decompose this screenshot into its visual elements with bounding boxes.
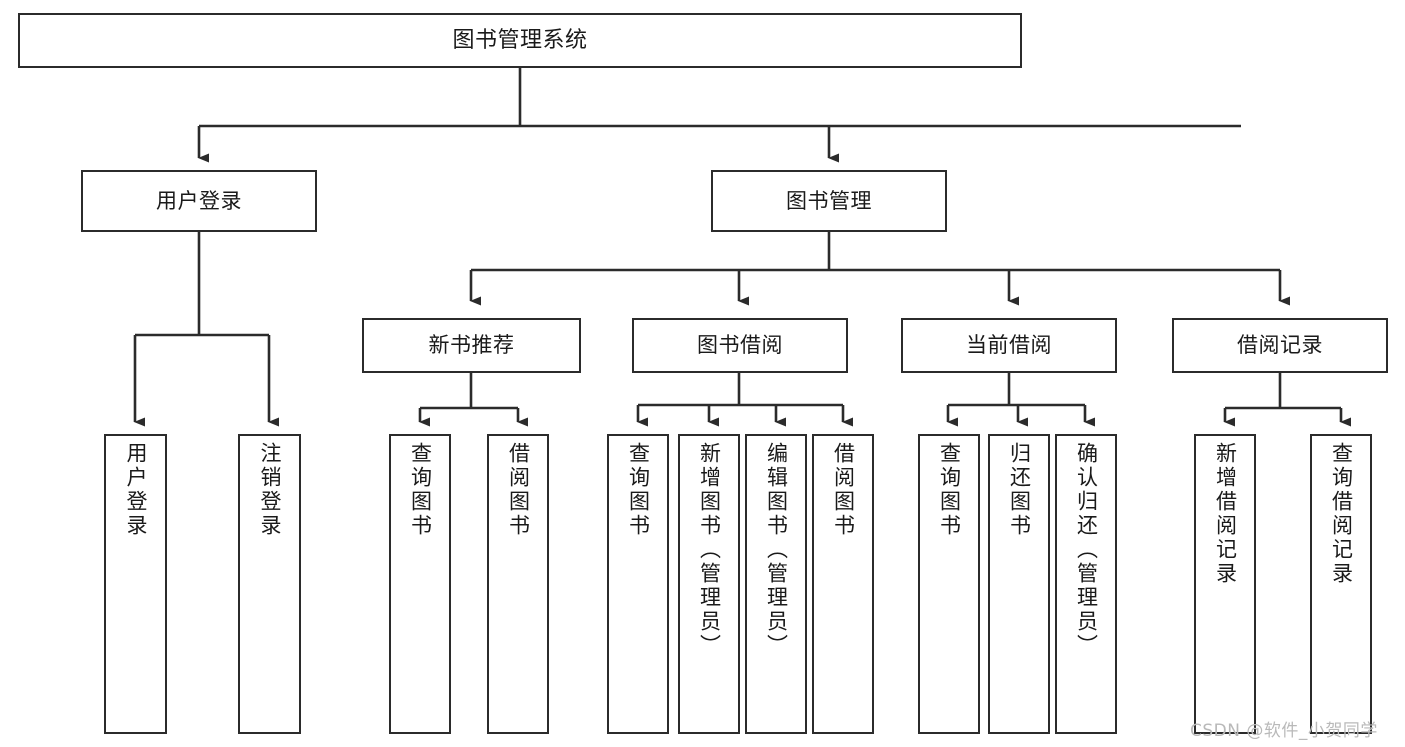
node-label: 新增图书（管理员） xyxy=(697,442,722,658)
node-label: 借阅记录 xyxy=(1237,333,1323,358)
leaf-user-login-login[interactable]: 用户登录 xyxy=(104,434,167,734)
leaf-current-borrow-return-books[interactable]: 归还图书 xyxy=(988,434,1050,734)
node-label: 借阅图书 xyxy=(831,442,856,538)
node-book-management[interactable]: 图书管理 xyxy=(711,170,947,232)
node-label: 借阅图书 xyxy=(506,442,531,538)
leaf-book-borrow-add-book-admin[interactable]: 新增图书（管理员） xyxy=(678,434,740,734)
node-label: 查询图书 xyxy=(408,442,433,538)
node-label: 用户登录 xyxy=(156,188,242,213)
leaf-new-book-borrow-books[interactable]: 借阅图书 xyxy=(487,434,549,734)
leaf-book-borrow-query-books[interactable]: 查询图书 xyxy=(607,434,669,734)
node-label: 新增借阅记录 xyxy=(1213,442,1238,586)
leaf-book-borrow-borrow-books[interactable]: 借阅图书 xyxy=(812,434,874,734)
node-label: 注销登录 xyxy=(258,442,282,538)
node-current-borrowing[interactable]: 当前借阅 xyxy=(901,318,1117,373)
node-label: 图书管理 xyxy=(786,188,872,213)
node-label: 当前借阅 xyxy=(966,333,1052,358)
leaf-user-login-logout[interactable]: 注销登录 xyxy=(238,434,301,734)
node-label: 归还图书 xyxy=(1007,442,1032,538)
node-book-borrowing[interactable]: 图书借阅 xyxy=(632,318,848,373)
node-root-book-management-system[interactable]: 图书管理系统 xyxy=(18,13,1022,68)
node-label: 用户登录 xyxy=(124,442,148,538)
leaf-current-borrow-confirm-return-admin[interactable]: 确认归还（管理员） xyxy=(1055,434,1117,734)
node-new-book-recommendation[interactable]: 新书推荐 xyxy=(362,318,581,373)
node-borrowing-record[interactable]: 借阅记录 xyxy=(1172,318,1388,373)
leaf-book-borrow-edit-book-admin[interactable]: 编辑图书（管理员） xyxy=(745,434,807,734)
leaf-current-borrow-query-books[interactable]: 查询图书 xyxy=(918,434,980,734)
node-label: 查询借阅记录 xyxy=(1329,442,1354,586)
node-label: 确认归还（管理员） xyxy=(1074,442,1099,658)
leaf-borrow-record-add-record[interactable]: 新增借阅记录 xyxy=(1194,434,1256,734)
node-label: 查询图书 xyxy=(626,442,651,538)
leaf-borrow-record-query-record[interactable]: 查询借阅记录 xyxy=(1310,434,1372,734)
leaf-new-book-query-books[interactable]: 查询图书 xyxy=(389,434,451,734)
node-label: 新书推荐 xyxy=(428,333,515,358)
node-label: 图书借阅 xyxy=(697,333,783,358)
node-user-login[interactable]: 用户登录 xyxy=(81,170,317,232)
csdn-watermark: CSDN @软件_小贺同学 xyxy=(1190,721,1378,741)
node-label: 图书管理系统 xyxy=(452,27,588,53)
node-label: 查询图书 xyxy=(937,442,962,538)
node-label: 编辑图书（管理员） xyxy=(764,442,789,658)
